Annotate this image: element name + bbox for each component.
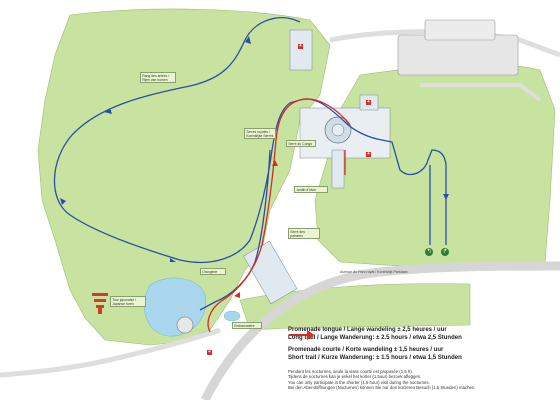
- first-aid-icon: +: [366, 151, 371, 157]
- palace-wing: [424, 19, 496, 41]
- east-road: [420, 83, 542, 102]
- main-road: [200, 261, 560, 400]
- turn-right-pin: ↱: [441, 248, 449, 256]
- park-grass-area: [37, 8, 331, 346]
- label-congo: Serre du Congo: [286, 140, 317, 148]
- short-route-path: [207, 98, 351, 333]
- long-route-path: [53, 17, 447, 311]
- nocturne-notes: Pendant les nocturnes, seule la visite c…: [288, 369, 558, 391]
- legend-long-text: Promenade longue / Lange wandeling ± 2,5…: [288, 326, 462, 342]
- label-road: Avenue du Parc royal / Koninklijk Parkla…: [340, 270, 408, 274]
- pond: [223, 310, 241, 322]
- note-nl: Tijdens de nocturnes kan je enkel het ko…: [288, 374, 422, 380]
- rotunda: [176, 316, 194, 334]
- first-aid-icon: +: [207, 349, 212, 355]
- legend-short-trail: Promenade courte / Korte wandeling ± 1,5…: [288, 330, 558, 362]
- note-fr: Pendant les nocturnes, seule la visite c…: [288, 369, 413, 374]
- label-greenhouses: Serres royales / Koninklijke Serres: [244, 128, 277, 140]
- first-aid-icon: +: [366, 99, 371, 105]
- legend-short-text: Promenade courte / Korte wandeling ± 1,5…: [288, 346, 462, 362]
- japanese-tower-symbol: [92, 293, 108, 314]
- legend-long-trail: Promenade longue / Lange wandeling ± 2,5…: [288, 326, 558, 342]
- route-arrows: [60, 36, 449, 262]
- label-winter-garden: Jardin d'hiver: [294, 186, 329, 194]
- legend: Promenade longue / Lange wandeling ± 2,5…: [288, 326, 558, 366]
- legend-short-line2: Short trail / Kurze Wanderung: ± 1.5 hou…: [288, 355, 462, 361]
- secondary-road: [0, 327, 221, 378]
- label-japanese-tower: Tour japonaise / Japanse toren: [110, 296, 147, 308]
- note-de: Bei den Abendöffnungen (Nocturnes) könne…: [288, 385, 476, 391]
- label-palm-house: Serre des palmiers: [288, 228, 321, 240]
- park-grass-east: [314, 64, 556, 269]
- label-embarcadere: Embarcadère: [232, 322, 263, 330]
- label-orangerie: Orangerie: [200, 268, 227, 276]
- label-rows-of-trees: Rang des arbres / Rijen van bomen: [140, 72, 177, 84]
- first-aid-icon: +: [298, 43, 303, 49]
- note-en: You can only participate in the shorter …: [288, 379, 430, 385]
- legend-short-line1: Promenade courte / Korte wandeling ± 1,5…: [288, 347, 444, 353]
- turn-left-pin: ↰: [425, 248, 433, 256]
- palace-building: [397, 34, 519, 76]
- legend-long-line2: Long trail / Lange Wanderung: ± 2.5 hour…: [288, 335, 462, 341]
- short-route-arrows: [234, 160, 278, 298]
- red-arrow-icon: [289, 330, 314, 340]
- legend-long-line1: Promenade longue / Lange wandeling ± 2,5…: [288, 327, 447, 333]
